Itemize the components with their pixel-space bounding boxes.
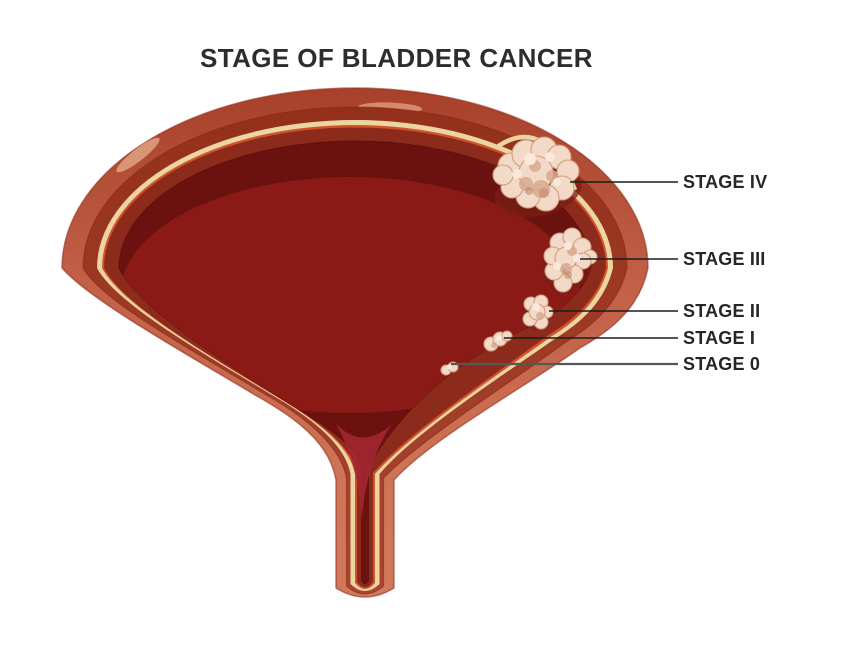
stage-iv-label: STAGE IV <box>683 172 768 192</box>
outer-wall-highlight-left <box>116 137 160 173</box>
bladder-neck-shading <box>336 424 392 520</box>
tumor-stage-ii <box>522 294 554 330</box>
stage-i-label: STAGE I <box>683 328 756 348</box>
diagram-title: STAGE OF BLADDER CANCER <box>200 43 593 73</box>
tumor-stage-iv <box>492 136 580 212</box>
tumor-stage-iii <box>543 227 598 293</box>
stage-0-label: STAGE 0 <box>683 354 761 374</box>
cavity-light-area <box>120 177 580 413</box>
tumor-stage-i <box>483 330 513 352</box>
stage-iii-label: STAGE III <box>683 249 766 269</box>
stage-ii-label: STAGE II <box>683 301 761 321</box>
